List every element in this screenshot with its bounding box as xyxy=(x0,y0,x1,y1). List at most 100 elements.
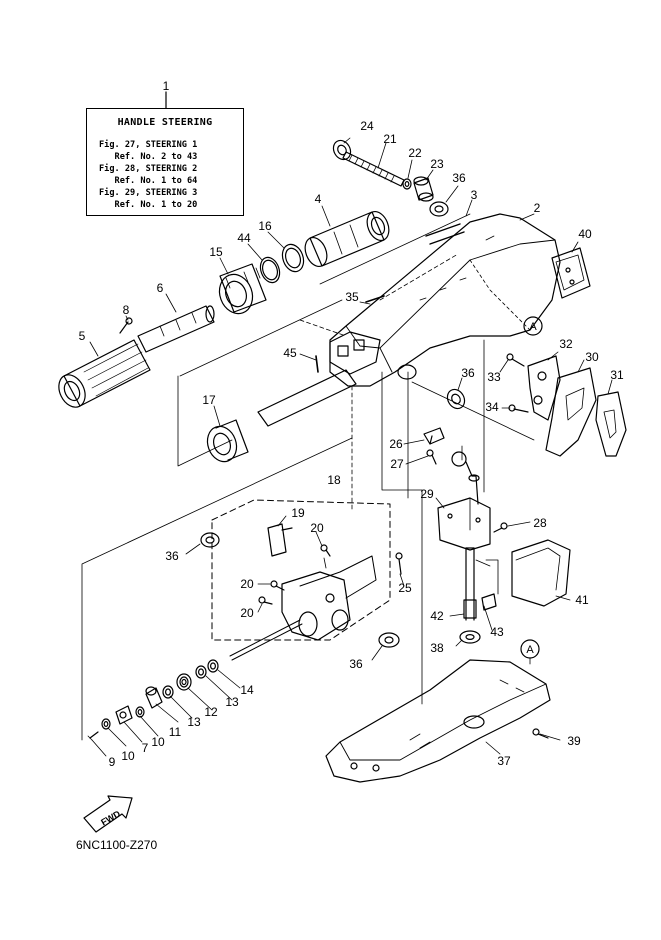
callout-30: 30 xyxy=(585,350,599,364)
callout-36: 36 xyxy=(452,171,466,185)
part-24-washer xyxy=(332,139,352,161)
callout-45: 45 xyxy=(283,346,297,360)
callout-21: 21 xyxy=(383,132,397,146)
part-29-bracket xyxy=(437,497,491,551)
callout-20: 20 xyxy=(240,577,254,591)
part-40-pad xyxy=(551,247,591,299)
callout-33: 33 xyxy=(487,370,501,384)
part-5-grip xyxy=(58,339,151,408)
callout-10: 10 xyxy=(121,749,135,763)
part-31-cover xyxy=(595,391,627,457)
callout-3: 3 xyxy=(471,188,478,202)
ref-a-lower-label: A xyxy=(526,644,534,656)
part-9-screw xyxy=(87,731,99,741)
part-10-washer-a xyxy=(135,706,145,718)
part-15-grip-cap xyxy=(218,263,267,315)
callout-numbers: 2421222336324041644156853545173230313334… xyxy=(79,119,624,769)
part-28-screw xyxy=(493,522,508,533)
caption-title: HANDLE STEERING xyxy=(117,117,213,128)
callout-36: 36 xyxy=(165,549,179,563)
callout-2: 2 xyxy=(534,201,541,215)
part-7-nut xyxy=(115,705,133,725)
part-14-spring xyxy=(207,659,219,673)
fwd-arrow-icon xyxy=(83,795,133,833)
callout-29: 29 xyxy=(420,487,434,501)
callout-15: 15 xyxy=(209,245,223,259)
shift-rod-assembly xyxy=(257,331,381,427)
part-27-screw xyxy=(426,449,437,465)
callout-14: 14 xyxy=(240,683,254,697)
callout-20: 20 xyxy=(310,521,324,535)
part-36-grommet-left xyxy=(200,532,220,548)
part-34-screw xyxy=(508,404,529,413)
caption-line: Ref. No. 2 to 43 xyxy=(99,152,198,162)
caption-line: Fig. 29, STEERING 3 xyxy=(99,188,198,198)
callout-5: 5 xyxy=(79,329,86,343)
caption-line: Ref. No. 1 to 64 xyxy=(99,176,198,186)
callout-16: 16 xyxy=(258,219,272,233)
caption-line: Fig. 27, STEERING 1 xyxy=(99,140,198,150)
part-36-grommet-upper xyxy=(429,201,449,217)
part-10-washer-b xyxy=(101,718,111,730)
part-43-clip xyxy=(481,593,497,611)
callout-20: 20 xyxy=(240,606,254,620)
part-20-screw-c xyxy=(258,596,273,605)
part-26-bracket xyxy=(423,427,445,445)
callout-4: 4 xyxy=(315,192,322,206)
shift-knob xyxy=(451,451,480,505)
fwd-label: FWD xyxy=(99,808,122,827)
callout-13: 13 xyxy=(225,695,239,709)
part-35-decal xyxy=(365,295,385,303)
part-32-cover xyxy=(527,355,561,421)
part-8-screw xyxy=(119,317,133,334)
part-2-steering-arm xyxy=(329,213,561,387)
part-38-washer xyxy=(459,630,481,644)
part-13-spring-a xyxy=(195,665,207,679)
callout-23: 23 xyxy=(430,157,444,171)
callout-24: 24 xyxy=(360,119,374,133)
callout-8: 8 xyxy=(123,303,130,317)
part-20-screw-a xyxy=(320,544,331,557)
caption-line: Fig. 28, STEERING 2 xyxy=(99,164,198,174)
part-37-lower-cover xyxy=(325,659,551,783)
part-23-collar xyxy=(413,176,434,202)
callout-35: 35 xyxy=(345,290,359,304)
callout-39: 39 xyxy=(567,734,581,748)
throttle-assembly xyxy=(229,555,377,661)
callout-19: 19 xyxy=(291,506,305,520)
part-45-pin xyxy=(315,355,319,373)
callout-42: 42 xyxy=(430,609,444,623)
callout-36: 36 xyxy=(461,366,475,380)
callout-10: 10 xyxy=(151,735,165,749)
callout-6: 6 xyxy=(157,281,164,295)
part-13-spring-b xyxy=(162,685,174,699)
part-41-cover xyxy=(511,539,571,607)
caption-line: Ref. No. 1 to 20 xyxy=(99,200,198,210)
ref-marker-a-upper xyxy=(523,316,543,336)
callout-43: 43 xyxy=(490,625,504,639)
part-16-ring xyxy=(281,243,305,273)
part-44-ring xyxy=(259,256,281,284)
callout-17: 17 xyxy=(202,393,216,407)
callout-13: 13 xyxy=(187,715,201,729)
callout-31: 31 xyxy=(610,368,624,382)
diagram-code: 6NC1100-Z270 xyxy=(76,838,158,852)
callout-41: 41 xyxy=(575,593,589,607)
part-33-screw xyxy=(506,353,525,367)
part-11-collar xyxy=(145,686,163,709)
part-36-grommet-right xyxy=(378,632,400,648)
part-19-switch xyxy=(267,523,293,557)
callout-1: 1 xyxy=(163,79,170,93)
part-12-spring xyxy=(176,673,192,691)
part-22-washer xyxy=(402,178,412,190)
callout-27: 27 xyxy=(390,457,404,471)
callout-38: 38 xyxy=(430,641,444,655)
callout-11: 11 xyxy=(169,725,182,739)
part-6-sleeve xyxy=(137,305,215,353)
callout-36: 36 xyxy=(349,657,363,671)
part-39-screw xyxy=(532,728,549,739)
callout-44: 44 xyxy=(237,231,251,245)
callout-40: 40 xyxy=(578,227,592,241)
